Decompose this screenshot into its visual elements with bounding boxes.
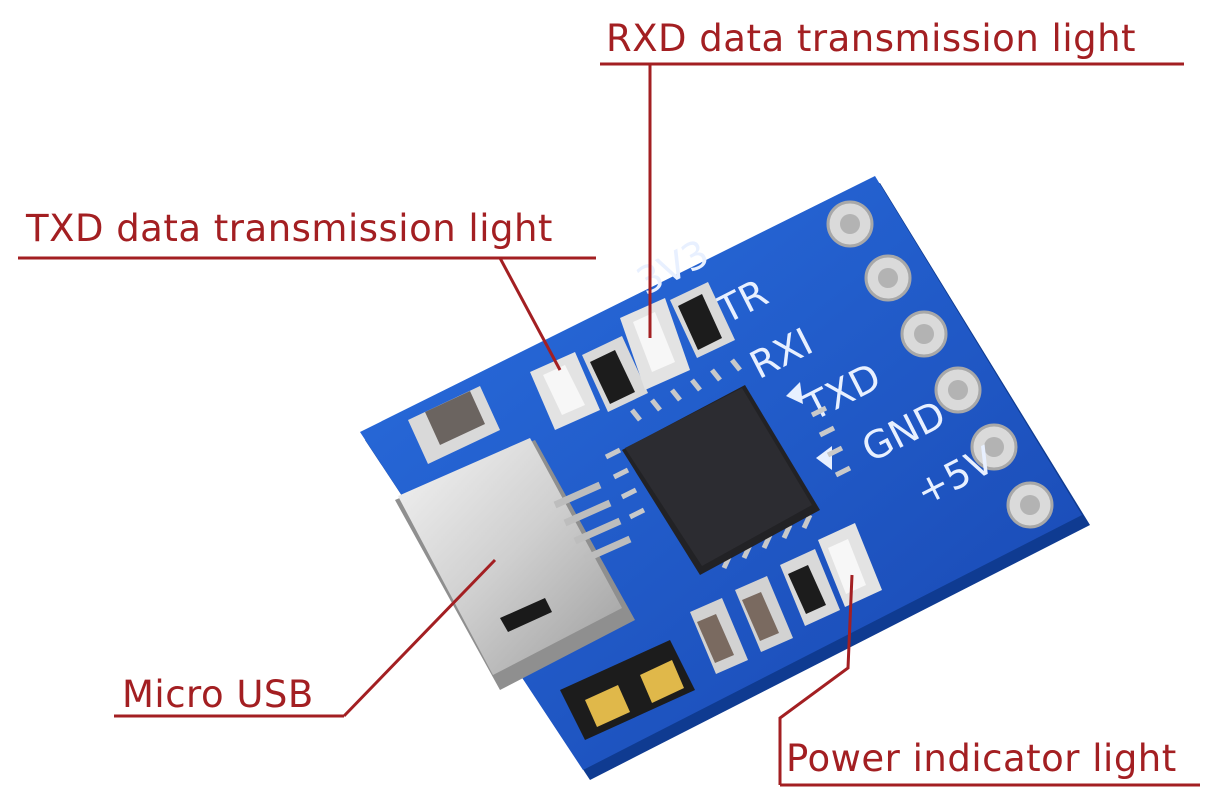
resistor-2 [670, 282, 735, 358]
capacitor-2 [690, 598, 748, 674]
capacitor-3 [735, 576, 793, 652]
resistor-1 [582, 336, 648, 412]
rxd-light-callout: RXD data transmission light [606, 17, 1137, 60]
leader-lines [18, 62, 1200, 787]
micro-usb-callout: Micro USB [122, 673, 314, 716]
solder-jumper [560, 640, 695, 740]
resistor-3 [780, 549, 840, 626]
power-led [818, 523, 882, 607]
micro-usb-connector [395, 438, 635, 690]
power-light-callout: Power indicator light [786, 737, 1177, 780]
rxi-arrow-icon [786, 382, 803, 404]
rxd-led [620, 298, 690, 390]
ch340-chip [604, 358, 852, 575]
txd-light-callout: TXD data transmission light [26, 207, 553, 250]
txd-led [530, 352, 600, 430]
capacitor [408, 386, 500, 464]
txd-arrow-icon [816, 446, 832, 470]
